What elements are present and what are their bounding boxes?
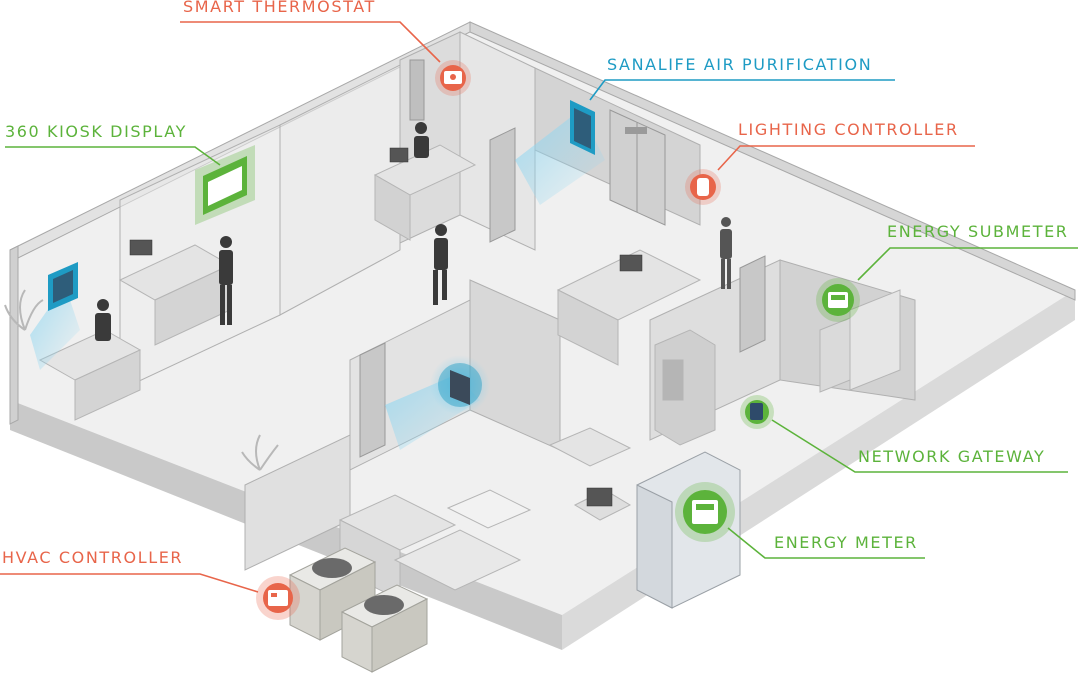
leader-energy-submeter (857, 247, 1078, 281)
callout-energy-meter: ENERGY METER (774, 533, 918, 552)
doors (359, 59, 766, 458)
network-gateway-icon[interactable] (740, 395, 774, 429)
hvac-units (288, 547, 429, 673)
callout-lighting-controller: LIGHTING CONTROLLER (738, 120, 959, 139)
lighting-controller-icon[interactable] (685, 169, 721, 205)
air-purifier-left-icon[interactable] (48, 262, 78, 311)
thermostat-icon[interactable] (435, 60, 471, 96)
callout-air-purification: SANALIFE AIR PURIFICATION (607, 55, 873, 74)
electrical-cabinet (636, 451, 741, 609)
hvac-controller-icon[interactable] (256, 576, 300, 620)
person-kiosk (219, 236, 233, 325)
energy-meter-icon[interactable] (675, 482, 735, 542)
person-desk-left (95, 299, 111, 341)
air-purifier-icon[interactable] (570, 100, 595, 155)
leader-energy-meter (727, 527, 925, 559)
person-walking (433, 224, 448, 305)
elevator (609, 109, 666, 226)
leader-kiosk-display (5, 146, 221, 166)
callout-hvac-controller: HVAC CONTROLLER (2, 548, 184, 567)
leader-air-purification (589, 79, 895, 101)
person-lighting (720, 217, 732, 289)
leader-lines (0, 21, 1078, 593)
leader-smart-thermostat (180, 21, 441, 63)
air-purifier-center-icon[interactable] (430, 355, 490, 415)
plants (4, 289, 279, 471)
callout-smart-thermostat: SMART THERMOSTAT (183, 0, 376, 16)
callout-energy-submeter: ENERGY SUBMETER (887, 222, 1069, 241)
leader-lighting-controller (717, 145, 975, 171)
leader-network-gateway (771, 419, 1068, 473)
monitors (129, 147, 643, 507)
callout-network-gateway: NETWORK GATEWAY (858, 447, 1046, 466)
kiosk-display-icon[interactable] (195, 145, 255, 225)
energy-submeter-icon[interactable] (816, 278, 860, 322)
callout-kiosk-display: 360 KIOSK DISPLAY (5, 122, 187, 141)
person-reception (414, 122, 429, 158)
leader-hvac-controller (0, 573, 259, 593)
people (95, 122, 732, 341)
